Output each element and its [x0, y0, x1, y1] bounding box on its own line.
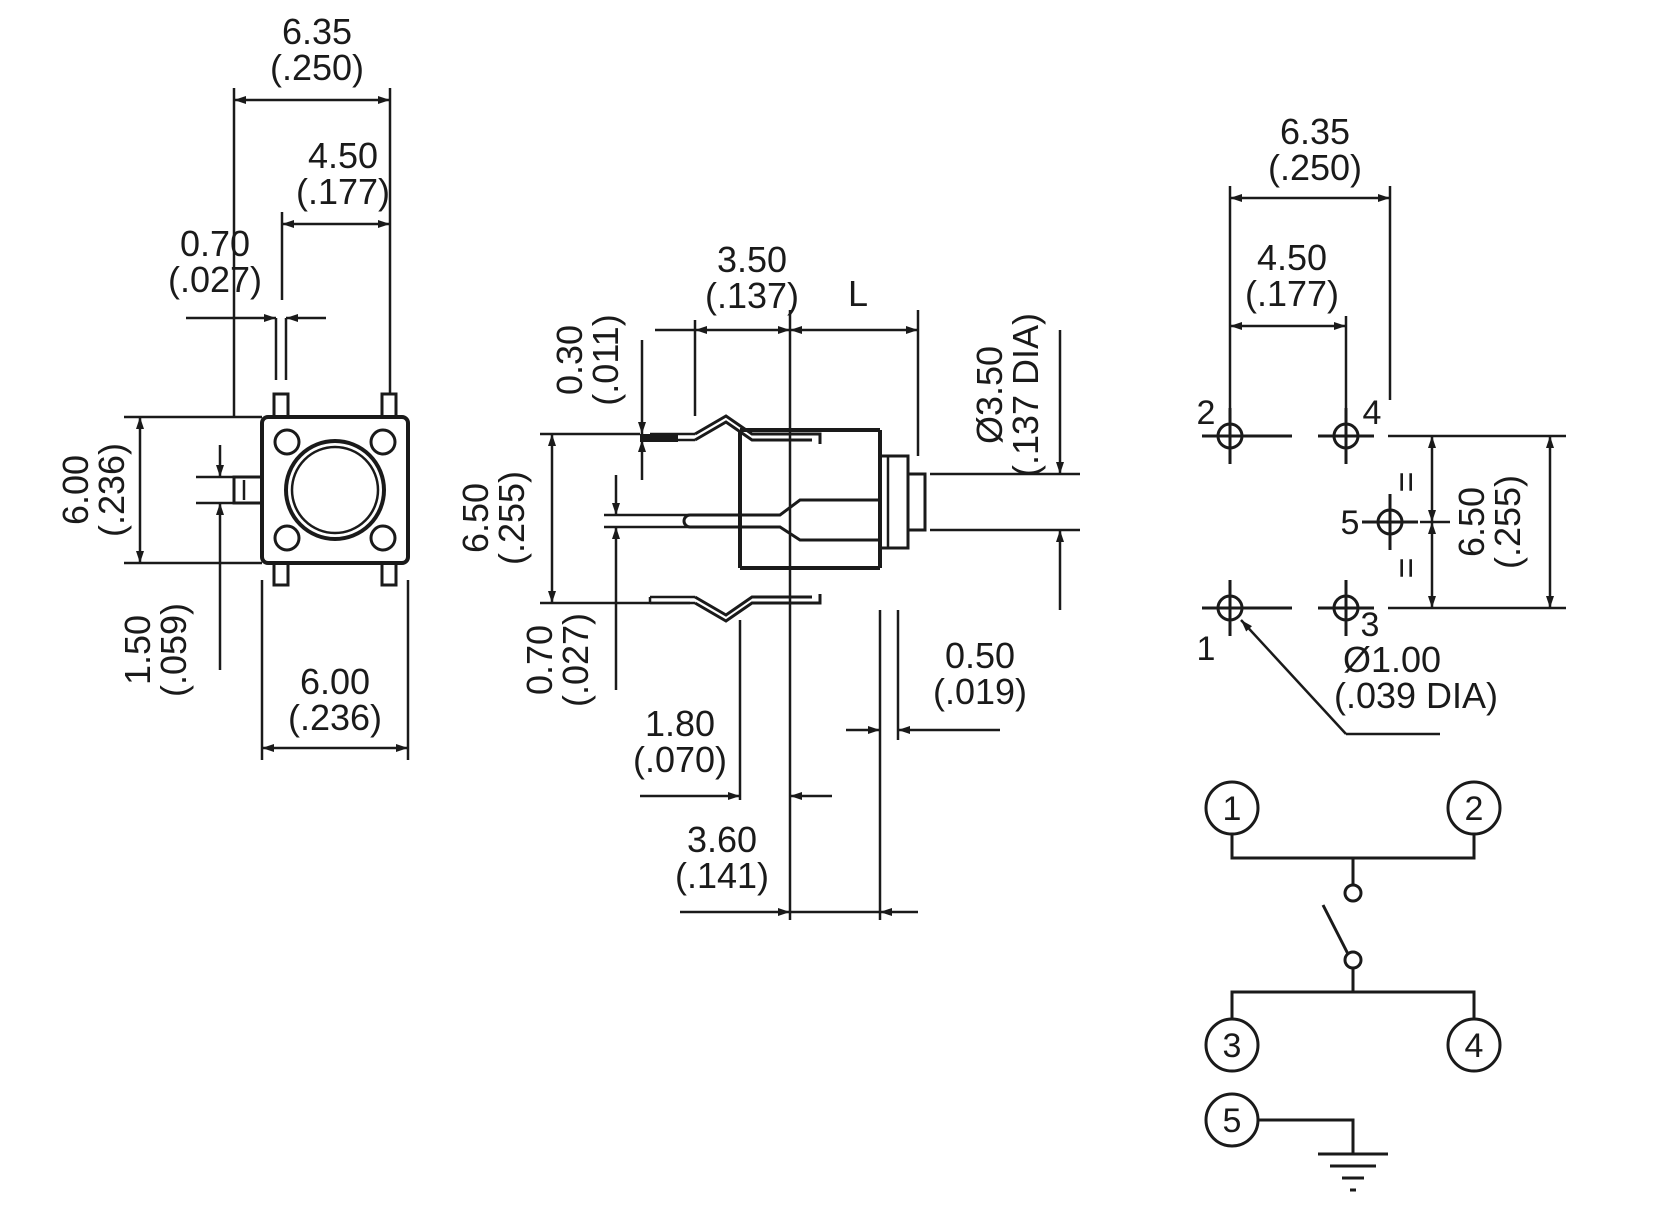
pcb-layout: 2 4 1 3 5 6.35 (.250) 4.50 (.177) = = 6.… [1197, 111, 1566, 736]
dim-body-depth: 3.60 [687, 819, 757, 860]
pcb-pin-label: 3 [1361, 606, 1380, 644]
corner-boss [369, 428, 397, 456]
terminal-label: 1 [1223, 790, 1242, 828]
dim-tab-height-in: (.059) [153, 603, 194, 697]
dim-pin-span-in: (.177) [296, 171, 390, 212]
switch-body [260, 415, 410, 565]
dim-lead-gap-in: (.027) [555, 613, 596, 707]
dim-step: 0.50 [945, 635, 1015, 676]
lead-upper [694, 414, 822, 444]
dim-lead-span-in: (.255) [491, 471, 532, 565]
dim-lead-span: 6.50 [455, 483, 496, 553]
plunger-top [284, 439, 386, 541]
hole-marker [1362, 494, 1418, 550]
pcb-pin-label: 1 [1197, 630, 1216, 668]
dim-width-overall: 6.35 [282, 11, 352, 52]
hole-marker [1202, 408, 1292, 464]
dim-pin-width-in: (.027) [168, 259, 262, 300]
switch-contact [1343, 950, 1363, 970]
terminal-label: 5 [1223, 1102, 1242, 1140]
dim-pin-thickness: 0.30 [549, 325, 590, 395]
terminal-label: 2 [1465, 790, 1484, 828]
switch-lever [1321, 904, 1350, 955]
pcb-pin-label: 4 [1363, 394, 1382, 432]
dim-body-height-in: (.236) [91, 443, 132, 537]
dim-hole-dia: Ø1.00 [1343, 639, 1441, 680]
terminal-pin [272, 392, 290, 419]
schematic: 1 2 3 4 5 [1204, 780, 1502, 1192]
switch-contact [1343, 883, 1363, 903]
ground-tab [232, 475, 262, 505]
dim-standoff: 1.80 [645, 703, 715, 744]
dim-row-span: 6.50 [1451, 487, 1492, 557]
plunger-side [878, 454, 910, 550]
dim-lead-gap: 0.70 [519, 625, 560, 695]
dim-pin-span: 4.50 [308, 135, 378, 176]
terminal-label: 4 [1465, 1027, 1484, 1065]
terminal-pin [272, 561, 290, 587]
terminal-pin [380, 561, 398, 587]
dim-plunger-dia-in: (.137 DIA) [1005, 313, 1046, 477]
dim-body-width: 6.00 [300, 661, 370, 702]
lead-lower [694, 594, 822, 623]
pcb-pin-label: 2 [1197, 394, 1216, 432]
dim-hole-span-outer-in: (.250) [1268, 147, 1362, 188]
dim-plunger-offset: 3.50 [717, 239, 787, 280]
corner-boss [369, 524, 397, 552]
plunger-inner [290, 445, 380, 535]
terminal-label: 3 [1223, 1027, 1242, 1065]
dim-row-span-in: (.255) [1487, 475, 1528, 569]
dim-step-in: (.019) [933, 671, 1027, 712]
dim-body-depth-in: (.141) [675, 855, 769, 896]
equal-mark: = [1385, 557, 1426, 578]
hole-marker [1202, 580, 1292, 636]
dim-plunger-offset-in: (.137) [705, 275, 799, 316]
dim-pin-thickness-in: (.011) [585, 314, 626, 405]
dim-plunger-length: L [848, 273, 868, 314]
side-view: 3.50 (.137) L 0.30 (.011) 6.50 (.255) 0.… [455, 239, 1080, 920]
dim-width-overall-in: (.250) [270, 47, 364, 88]
corner-boss [273, 428, 301, 456]
front-view: 6.35 (.250) 4.50 (.177) 0.70 (.027) 6.00… [55, 11, 410, 760]
dim-hole-span-inner: 4.50 [1257, 237, 1327, 278]
terminal-pin [380, 392, 398, 419]
dim-hole-dia-in: (.039 DIA) [1334, 675, 1498, 716]
dim-tab-height: 1.50 [117, 615, 158, 685]
corner-boss [273, 524, 301, 552]
dim-hole-span-inner-in: (.177) [1245, 273, 1339, 314]
hole-marker [1318, 580, 1374, 636]
dim-plunger-dia: Ø3.50 [969, 346, 1010, 444]
dim-body-width-in: (.236) [288, 697, 382, 738]
equal-mark: = [1385, 471, 1426, 492]
hole-marker [1318, 408, 1374, 464]
pcb-pin-label: 5 [1341, 504, 1360, 542]
dim-pin-width: 0.70 [180, 223, 250, 264]
dim-body-height: 6.00 [55, 455, 96, 525]
dim-hole-span-outer: 6.35 [1280, 111, 1350, 152]
dim-standoff-in: (.070) [633, 739, 727, 780]
lead-middle [690, 498, 880, 517]
